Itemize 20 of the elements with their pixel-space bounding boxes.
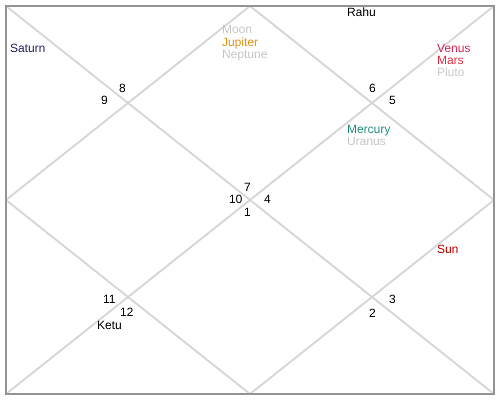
planet-label: Ketu [97,318,122,332]
house-number: 9 [101,93,108,107]
house-number: 1 [244,205,251,219]
house-number: 10 [229,192,242,206]
planet-label: Mercury [347,122,390,136]
house-number: 6 [369,81,376,95]
house-number: 5 [389,93,396,107]
house-number: 12 [120,305,134,319]
planet-label: Saturn [10,41,46,55]
house-number: 3 [389,292,396,306]
house-number: 2 [369,306,376,320]
house-number: 4 [264,192,271,206]
planet-label: Jupiter [222,35,258,49]
planet-label: Mars [437,53,464,67]
house-number: 8 [119,81,126,95]
house-number: 7 [244,180,251,194]
planet-label: Rahu [347,5,376,19]
planet-label: Venus [437,41,470,55]
planet-label: Sun [437,242,458,256]
house-number: 11 [103,292,116,306]
